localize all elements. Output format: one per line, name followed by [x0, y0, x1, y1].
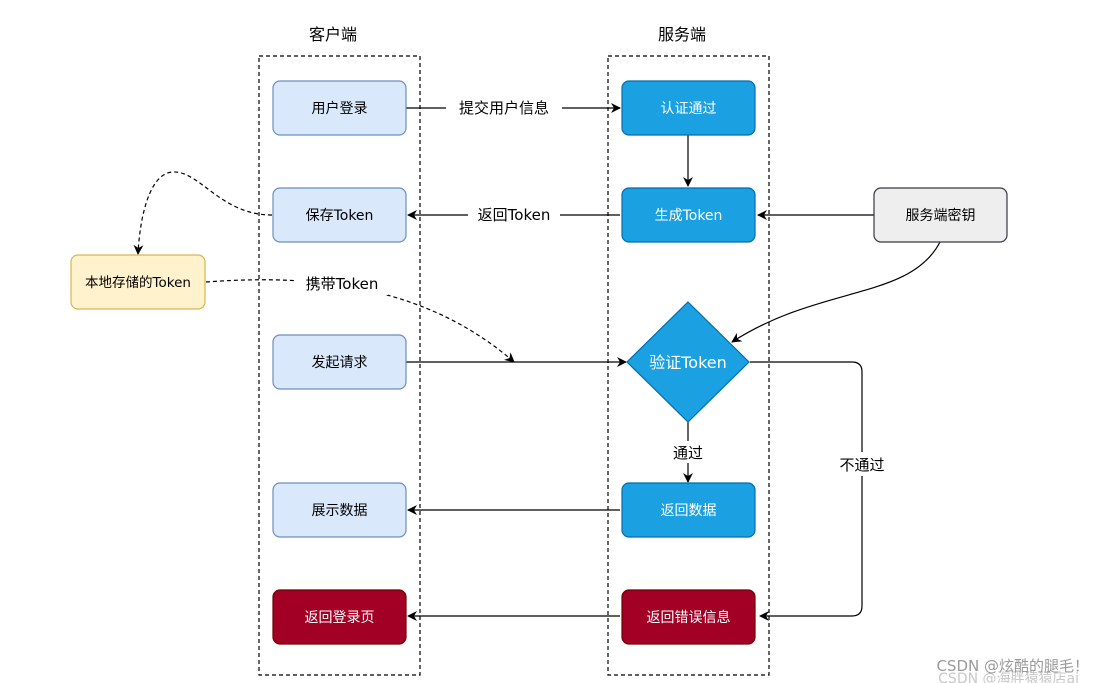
server-column-title: 服务端	[658, 25, 706, 44]
node-show-data: 展示数据	[272, 482, 407, 538]
node-return-data: 返回数据	[621, 482, 756, 538]
node-auth-pass-label: 认证通过	[661, 101, 717, 117]
node-server-key-label: 服务端密钥	[906, 207, 976, 224]
node-save-token: 保存Token	[272, 187, 407, 243]
node-verify-token: 验证Token	[626, 301, 750, 423]
edge-label-return-token: 返回Token	[478, 206, 551, 224]
edge-label-pass: 通过	[673, 444, 703, 462]
client-lane	[258, 55, 421, 676]
node-return-error: 返回错误信息	[621, 589, 756, 645]
watermark-line-1: CSDN @炫酷的腿毛！	[936, 657, 1089, 675]
node-user-login: 用户登录	[272, 80, 407, 136]
node-back-login: 返回登录页	[272, 589, 407, 645]
client-column-title: 客户端	[309, 25, 357, 44]
server-lane	[607, 55, 770, 676]
edge-verify-fail	[750, 361, 863, 621]
node-gen-token: 生成Token	[621, 187, 756, 243]
node-return-error-label: 返回错误信息	[647, 609, 731, 626]
edge-label-submit-info: 提交用户信息	[459, 99, 549, 117]
node-show-data-label: 展示数据	[312, 503, 368, 519]
node-save-token-label: 保存Token	[306, 208, 374, 224]
node-server-key: 服务端密钥	[873, 187, 1008, 243]
node-send-request: 发起请求	[272, 334, 407, 390]
node-return-data-label: 返回数据	[661, 503, 717, 519]
edge-label-carry-token: 携带Token	[306, 275, 379, 293]
edge-key-to-verify	[731, 241, 941, 343]
edge-save-to-local	[133, 171, 273, 255]
node-local-token: 本地存储的Token	[70, 254, 206, 310]
node-auth-pass: 认证通过	[621, 80, 756, 136]
node-back-login-label: 返回登录页	[305, 610, 375, 626]
node-local-token-label: 本地存储的Token	[85, 275, 191, 291]
node-gen-token-label: 生成Token	[655, 208, 723, 224]
edge-label-fail: 不通过	[839, 456, 884, 474]
node-verify-token-label: 验证Token	[649, 353, 727, 372]
watermark-line-2: CSDN @海胖猿猿店ai	[938, 671, 1079, 683]
node-user-login-label: 用户登录	[312, 100, 368, 117]
node-send-request-label: 发起请求	[312, 355, 368, 371]
